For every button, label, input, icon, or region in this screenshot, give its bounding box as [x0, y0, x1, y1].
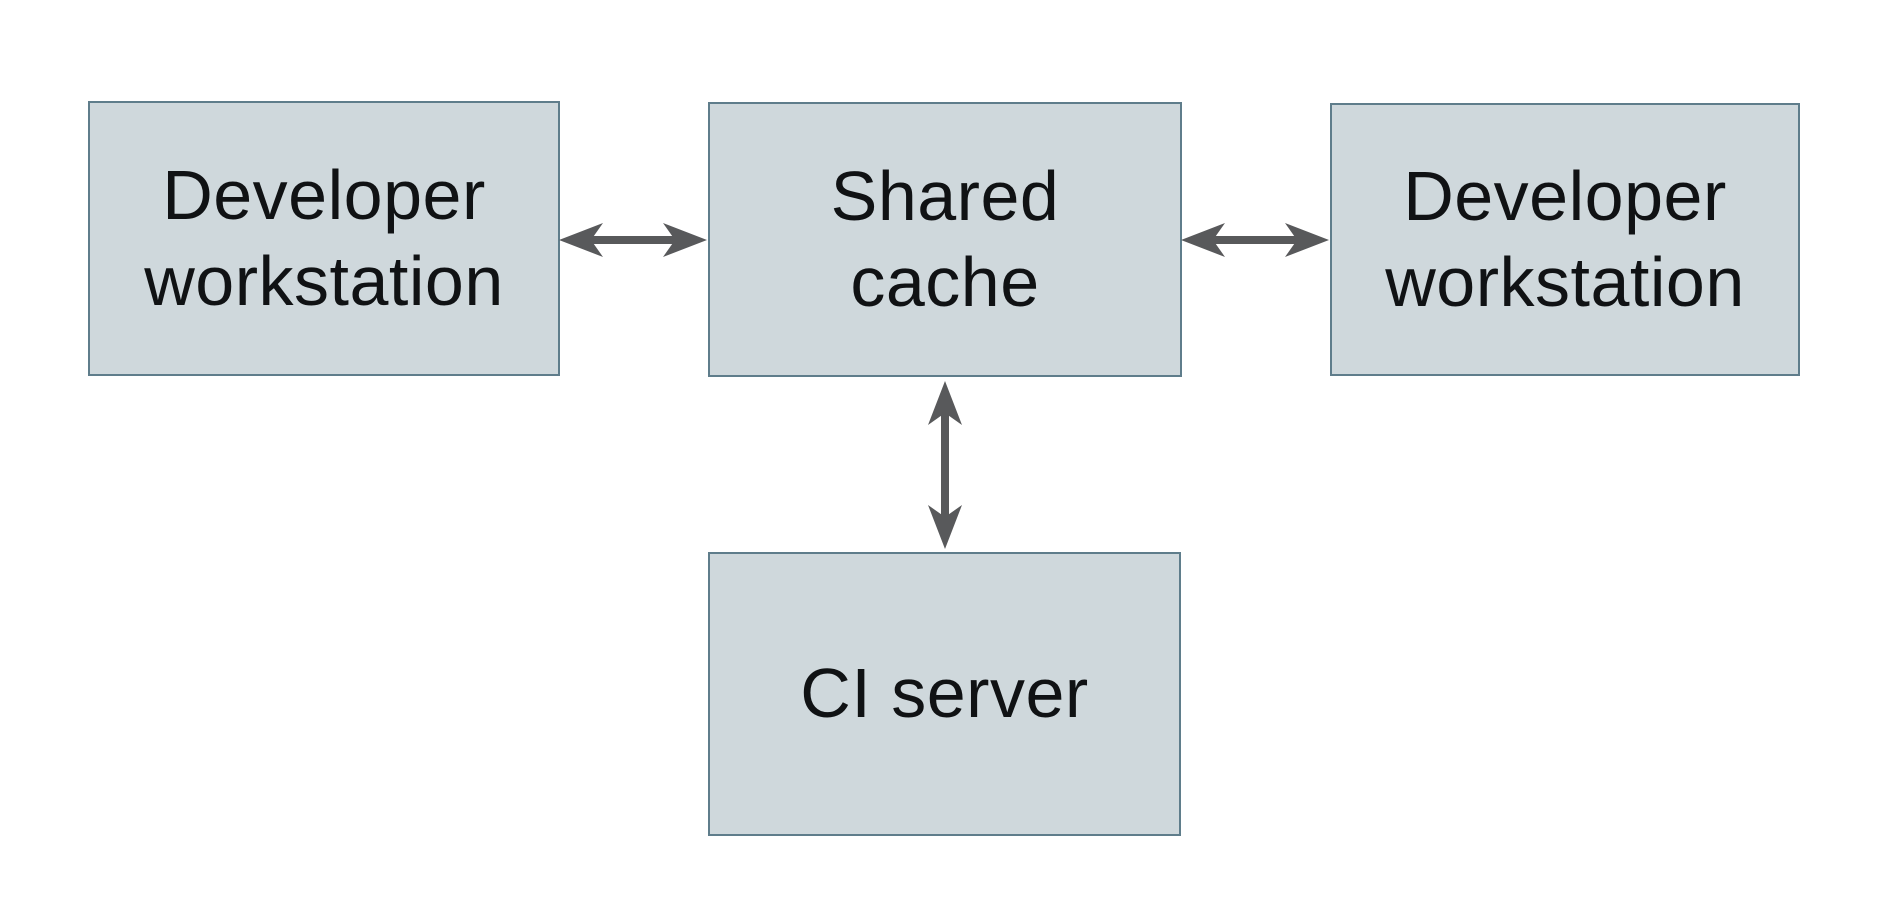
arrowhead-west-icon [1181, 223, 1225, 257]
node-shared-cache: Shared cache [708, 102, 1182, 377]
arrowhead-east-icon [1285, 223, 1329, 257]
bidirectional-arrow-cache-to-ci-server [928, 381, 962, 549]
bidirectional-arrow-cache-to-right-workstation [1181, 223, 1329, 257]
arrowhead-west-icon [559, 223, 603, 257]
node-label-ci-server: CI server [800, 654, 1089, 733]
bidirectional-arrow-left-workstation-to-cache [559, 223, 707, 257]
node-developer-workstation-right: Developer workstation [1330, 103, 1800, 376]
node-label-developer-workstation-right: Developer workstation [1385, 157, 1745, 321]
arrowhead-south-icon [928, 505, 962, 549]
arrowhead-north-icon [928, 381, 962, 425]
arrowhead-east-icon [663, 223, 707, 257]
node-label-shared-cache: Shared cache [830, 157, 1060, 321]
node-ci-server: CI server [708, 552, 1181, 836]
node-developer-workstation-left: Developer workstation [88, 101, 560, 376]
node-label-developer-workstation-left: Developer workstation [144, 156, 504, 320]
